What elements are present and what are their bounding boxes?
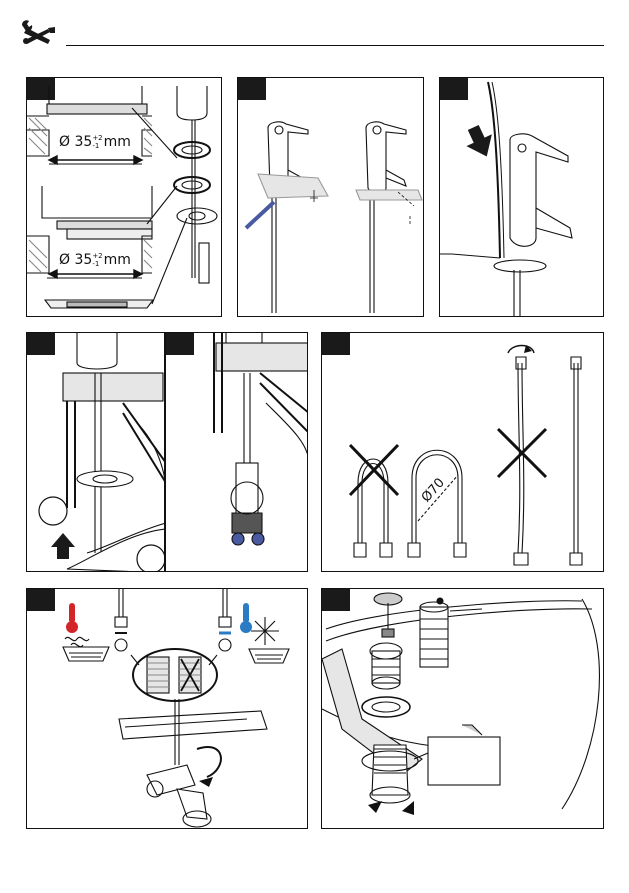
hose-bending-illustration: [322, 333, 604, 572]
step-panel-hose-bending: Ø70: [321, 332, 604, 572]
step-panel-spout-alignment: [237, 77, 424, 317]
connect-water-illustration: [27, 589, 308, 829]
drain-install-illustration: [322, 589, 604, 829]
insert-faucet-illustration: [440, 78, 604, 317]
thermometer-hot-icon: [66, 603, 78, 633]
step-panel-tighten-nut-b: [165, 332, 308, 572]
sink-hole-illustration: [27, 78, 222, 317]
page-header: [0, 0, 629, 60]
step-panel-tighten-nut-a: [26, 332, 165, 572]
header-rule: [66, 45, 604, 46]
tools-icon: [0, 0, 60, 50]
up-arrow-icon: [51, 533, 75, 559]
spout-alignment-illustration: [238, 78, 424, 317]
step-panel-connect-water: [26, 588, 308, 829]
tighten-nut-illustration: [27, 333, 165, 572]
callout-circle: [137, 545, 165, 572]
step-panel-drain-install: [321, 588, 604, 829]
screwdriver-illustration: [166, 333, 308, 572]
thermometer-cold-icon: [240, 603, 252, 633]
step-panel-insert-faucet: [439, 77, 604, 317]
callout-circle: [39, 497, 67, 525]
